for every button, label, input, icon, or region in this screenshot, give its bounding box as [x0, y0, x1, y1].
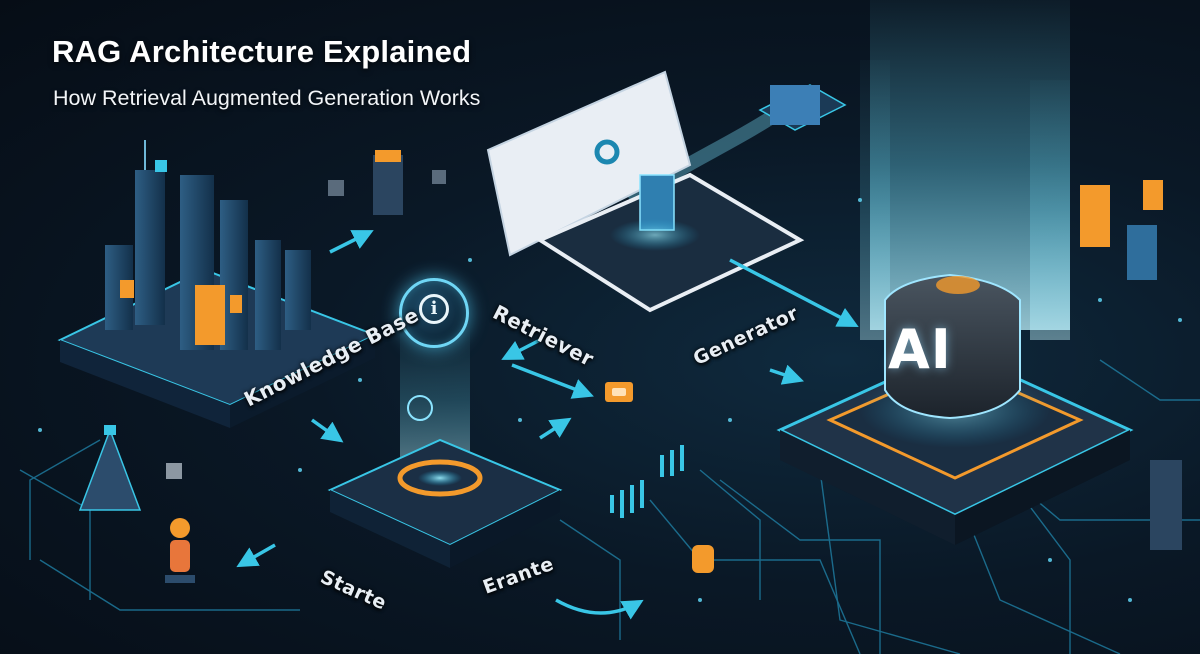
small-cube	[166, 463, 182, 479]
message-node	[605, 382, 633, 402]
right-towers	[1080, 180, 1182, 550]
signal-bars	[610, 445, 684, 518]
floating-cubes	[328, 150, 446, 215]
arrow-to-ai	[729, 258, 859, 327]
dashboard-tablet-icon	[486, 70, 805, 313]
page-subtitle: How Retrieval Augmented Generation Works	[53, 86, 481, 110]
server-icon	[758, 84, 847, 131]
arrow-kb-down	[310, 418, 344, 443]
arrow-to-orange	[511, 363, 594, 399]
info-glyph: i	[419, 294, 449, 324]
arrow-hub-left	[236, 543, 276, 568]
arrow-retriever-left	[501, 338, 541, 360]
arrow-generator	[769, 364, 804, 385]
arrow-bottom-curve	[555, 598, 644, 620]
arrow-to-hub	[539, 417, 572, 440]
city-buildings-icon	[105, 140, 311, 350]
ai-chip-label: AI	[888, 318, 952, 381]
page-title: RAG Architecture Explained	[52, 34, 472, 69]
info-icon: i	[399, 278, 469, 348]
ai-chip-icon	[776, 273, 1134, 545]
orange-cylinder	[692, 545, 714, 573]
person-icon	[165, 518, 195, 583]
flow-arrows	[236, 230, 859, 620]
left-tower	[78, 425, 142, 511]
arrow-kb-up	[329, 230, 374, 254]
retrieval-hub-platform	[327, 395, 563, 568]
data-particles	[38, 198, 1182, 602]
